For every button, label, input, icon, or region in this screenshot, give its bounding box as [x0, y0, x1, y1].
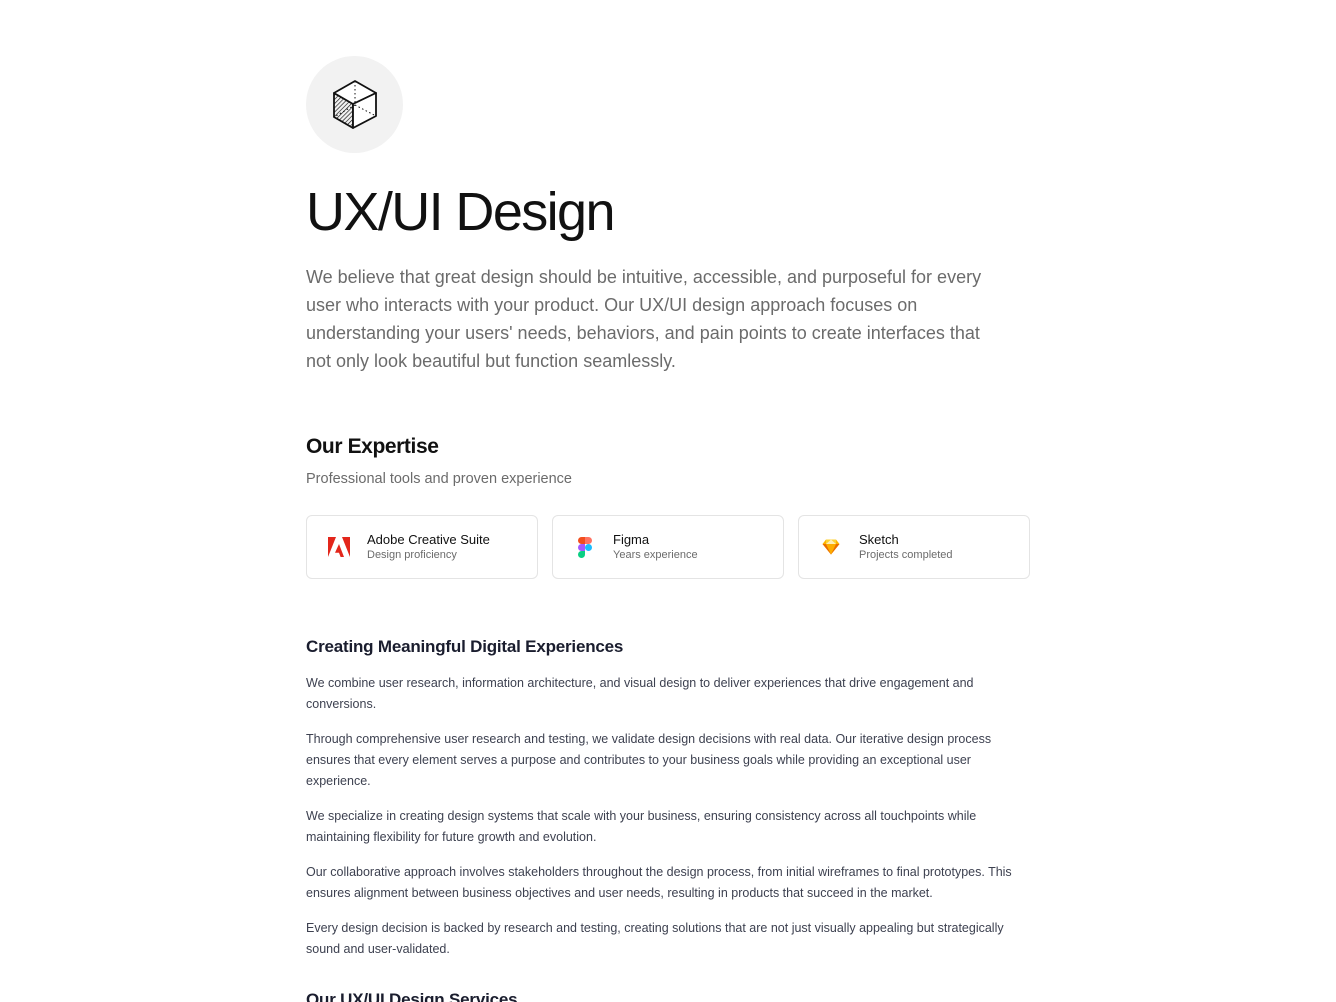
adobe-icon — [327, 535, 351, 559]
expertise-card-adobe: Adobe Creative Suite Design proficiency — [306, 515, 538, 580]
content-title: Creating Meaningful Digital Experiences — [306, 637, 624, 657]
card-subtitle: Projects completed — [859, 548, 953, 561]
page-title: UX/UI Design — [306, 182, 616, 242]
card-title: Adobe Creative Suite — [367, 531, 490, 547]
content-paragraph: We specialize in creating design systems… — [306, 809, 977, 845]
expertise-card-sketch: Sketch Projects completed — [798, 515, 1030, 580]
card-subtitle: Years experience — [613, 548, 698, 561]
expertise-title: Our Expertise — [306, 435, 439, 459]
card-subtitle: Design proficiency — [367, 548, 457, 561]
hero-icon-badge — [306, 56, 403, 153]
cube-icon — [332, 79, 377, 129]
content-paragraph: Through comprehensive user research and … — [306, 732, 992, 789]
intro-paragraph: We believe that great design should be i… — [306, 267, 982, 372]
card-title: Sketch — [859, 531, 899, 547]
card-title: Figma — [613, 531, 650, 547]
sketch-icon — [819, 535, 843, 559]
main-content: UX/UI Design We believe that great desig… — [306, 56, 1030, 1002]
content-paragraph: Every design decision is backed by resea… — [306, 921, 1004, 957]
expertise-cards: Adobe Creative Suite Design proficiency … — [306, 515, 1030, 580]
content-paragraph: Our collaborative approach involves stak… — [306, 865, 1012, 901]
expertise-subtitle: Professional tools and proven experience — [306, 471, 572, 488]
figma-icon — [573, 535, 597, 559]
expertise-card-figma: Figma Years experience — [552, 515, 784, 580]
services-title: Our UX/UI Design Services — [306, 990, 518, 1002]
content-paragraph: We combine user research, information ar… — [306, 676, 974, 712]
content-section: Creating Meaningful Digital Experiences … — [306, 637, 1030, 1002]
